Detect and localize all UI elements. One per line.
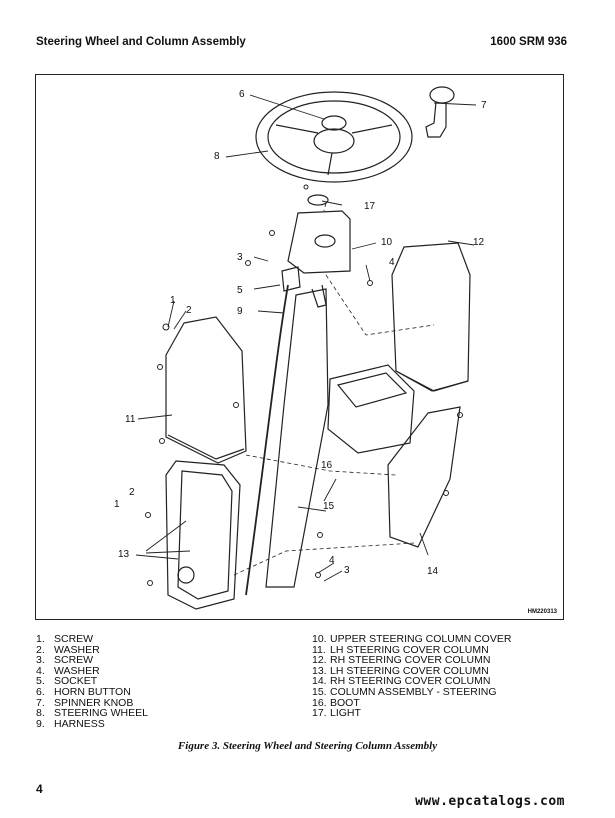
callout-5: 5 [237, 285, 243, 296]
legend-text: SPINNER KNOB [54, 696, 134, 709]
upper-cover-drawing [287, 210, 351, 274]
callout-12: 12 [473, 237, 485, 248]
legend-item: 15.COLUMN ASSEMBLY - STEERING [312, 687, 572, 698]
legend-number: 13. [312, 664, 327, 677]
legend-text: BOOT [330, 696, 360, 709]
legend-item: 2. WASHER [36, 643, 296, 656]
callout-7: 7 [481, 100, 487, 111]
legend-item: 10.UPPER STEERING COLUMN COVER [312, 634, 572, 645]
callout-16: 16 [321, 460, 333, 471]
legend-item: 8. STEERING WHEEL [36, 708, 296, 719]
exploded-view-figure: 6 7 8 17 10 3 4 12 5 9 1 2 11 16 2 1 15 … [35, 74, 564, 620]
column-drawing [265, 288, 329, 588]
light-drawing [307, 194, 329, 206]
rh-cover-upper-drawing [391, 242, 471, 392]
legend-text: LH STEERING COVER COLUMN [330, 643, 489, 656]
legend-text: SCREW [54, 654, 94, 667]
legend-text: UPPER STEERING COLUMN COVER [330, 633, 512, 645]
callout-9: 9 [237, 306, 243, 317]
legend-number: 11. [312, 643, 326, 656]
figure-caption: Figure 3. Steering Wheel and Steering Co… [177, 740, 438, 752]
callout-15: 15 [323, 501, 335, 512]
legend-item: 5. SOCKET [36, 676, 296, 687]
figure-code: HM220313 [527, 609, 557, 615]
callout-11: 11 [125, 414, 136, 425]
watermark: www.epcatalogs.com [415, 794, 565, 809]
legend-text: LIGHT [330, 707, 361, 720]
callout-13: 13 [118, 549, 130, 560]
legend-number: 15. [312, 685, 327, 698]
legend-number: 4. [36, 664, 45, 677]
legend-number: 3. [36, 654, 45, 667]
legend-text: HARNESS [54, 717, 105, 730]
legend-number: 14. [312, 675, 327, 688]
callout-1: 1 [170, 295, 176, 306]
legend-text: LH STEERING COVER COLUMN [330, 664, 489, 677]
legend-number: 17. [312, 707, 327, 720]
legend-number: 16. [312, 696, 327, 709]
legend-text: WASHER [54, 643, 100, 656]
legend-number: 9. [36, 717, 45, 730]
callout-3: 3 [237, 252, 243, 263]
legend-text: SCREW [54, 633, 94, 645]
harness-drawing [245, 284, 289, 596]
legend-right-column: 10.UPPER STEERING COLUMN COVER 11. LH STE… [312, 634, 572, 719]
legend-text: COLUMN ASSEMBLY - STEERING [330, 685, 497, 698]
legend-item: 1. SCREW [36, 634, 296, 645]
legend-item: 16.BOOT [312, 696, 572, 709]
legend-item: 11. LH STEERING COVER COLUMN [312, 643, 572, 656]
legend-text: HORN BUTTON [54, 685, 131, 698]
legend-text: RH STEERING COVER COLUMN [330, 654, 491, 667]
document-reference: 1600 SRM 936 [490, 36, 567, 48]
legend-number: 2. [36, 643, 45, 656]
legend-number: 5. [36, 675, 45, 688]
legend-number: 8. [36, 707, 45, 720]
legend-number: 12. [312, 654, 327, 667]
callout-17: 17 [364, 201, 376, 212]
legend-text: WASHER [54, 664, 100, 677]
spinner-knob-drawing [425, 86, 455, 138]
lh-cover-lower-drawing [165, 460, 241, 610]
steering-wheel-drawing [255, 91, 413, 183]
legend-number: 6. [36, 685, 45, 698]
callout-6: 6 [239, 89, 245, 100]
callout-2: 2 [186, 305, 192, 316]
page-number: 4 [36, 782, 43, 796]
legend-item: 17.LIGHT [312, 708, 572, 719]
callout-2-lower: 2 [129, 487, 135, 498]
legend-item: 13.LH STEERING COVER COLUMN [312, 666, 572, 677]
callout-14: 14 [427, 566, 439, 577]
legend-number: 10. [312, 633, 327, 645]
legend-text: RH STEERING COVER COLUMN [330, 675, 491, 688]
legend-item: 4. WASHER [36, 666, 296, 677]
section-title: Steering Wheel and Column Assembly [36, 36, 246, 48]
legend-item: 14.RH STEERING COVER COLUMN [312, 676, 572, 687]
callout-8: 8 [214, 151, 220, 162]
callout-3-lower: 3 [344, 565, 350, 576]
rh-cover-lower-drawing [387, 406, 461, 548]
callout-4: 4 [389, 257, 395, 268]
callout-1-lower: 1 [114, 499, 120, 510]
legend-number: 7. [36, 696, 45, 709]
socket-drawing [281, 266, 301, 292]
lh-cover-upper-drawing [165, 316, 247, 464]
exploded-diagram: 6 7 8 17 10 3 4 12 5 9 1 2 11 16 2 1 15 … [114, 86, 487, 610]
legend-left-column: 1. SCREW 2. WASHER 3. SCREW 4. WASHER 5. SOCK… [36, 634, 296, 729]
legend-item: 3. SCREW [36, 655, 296, 666]
boot-drawing [327, 364, 415, 454]
legend-item: 7. SPINNER KNOB [36, 696, 296, 709]
legend-item: 12.RH STEERING COVER COLUMN [312, 655, 572, 666]
legend-text: SOCKET [54, 675, 98, 688]
callout-4-lower: 4 [329, 555, 335, 566]
legend-item: 6. HORN BUTTON [36, 687, 296, 698]
callout-10: 10 [381, 237, 393, 248]
legend-text: STEERING WHEEL [54, 707, 148, 720]
legend-item: 9. HARNESS [36, 719, 296, 730]
legend-number: 1. [36, 633, 45, 645]
